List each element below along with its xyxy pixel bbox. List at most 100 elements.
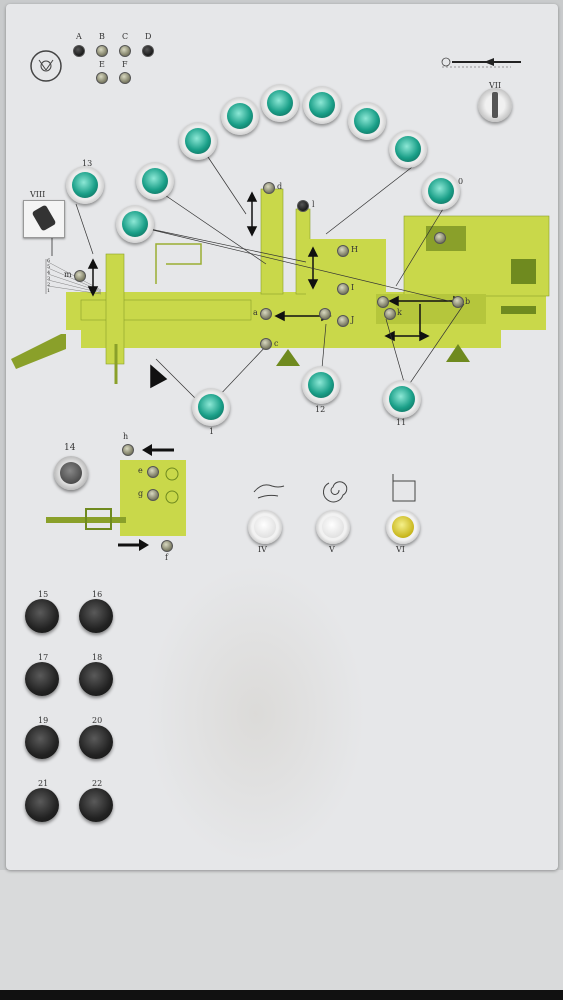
- lamp-center: [319, 308, 331, 320]
- indicator-lamp-e: [96, 72, 108, 84]
- indicator-label-b: B: [99, 32, 105, 41]
- lamp-b: [452, 296, 464, 308]
- green-button-1[interactable]: [192, 388, 230, 426]
- button-0-label: 0: [458, 177, 464, 186]
- green-button-arc-2[interactable]: [261, 84, 299, 122]
- mode-button-iv[interactable]: [248, 510, 282, 544]
- level-4: 4: [47, 270, 51, 276]
- green-button-arc-5[interactable]: [179, 122, 217, 160]
- green-button-arc-1[interactable]: [221, 97, 259, 135]
- label-a: a: [253, 308, 258, 317]
- bottom-bar: [0, 990, 563, 1000]
- lamp-motor: [434, 232, 446, 244]
- button-22[interactable]: [79, 788, 113, 822]
- green-button-arc-8[interactable]: [116, 205, 154, 243]
- label-e: e: [138, 466, 143, 475]
- hand-icon: [253, 484, 285, 499]
- button-21-label: 21: [38, 779, 49, 788]
- label-m: m: [64, 270, 72, 279]
- green-button-11[interactable]: [383, 380, 421, 418]
- button-11-label: 11: [396, 418, 407, 427]
- green-button-12[interactable]: [302, 366, 340, 404]
- green-button-arc-3[interactable]: [303, 86, 341, 124]
- green-button-arc-4[interactable]: [348, 102, 386, 140]
- indicator-label-c: C: [122, 32, 129, 41]
- selector-vii-knob[interactable]: [478, 88, 512, 122]
- indicator-label-a: A: [76, 32, 82, 41]
- level-5: 5: [47, 264, 51, 270]
- label-c: c: [274, 339, 279, 348]
- button-22-label: 22: [92, 779, 103, 788]
- lamp-h: [337, 245, 349, 257]
- button-16-label: 16: [92, 590, 103, 599]
- lamp-k: [384, 308, 396, 320]
- level-2: 2: [47, 282, 51, 288]
- label-g: g: [138, 489, 144, 498]
- button-21[interactable]: [25, 788, 59, 822]
- level-1: 1: [47, 288, 51, 294]
- lamp-d: [263, 182, 275, 194]
- selector-viii-label: VIII: [30, 190, 46, 199]
- indicator-lamp-c: [119, 45, 131, 57]
- button-15[interactable]: [25, 599, 59, 633]
- mode-label-iv: IV: [258, 545, 267, 554]
- lamp-m: [74, 270, 86, 282]
- button-18[interactable]: [79, 662, 113, 696]
- mode-label-vi: VI: [396, 545, 405, 554]
- button-12-label: 12: [315, 405, 326, 414]
- button-17-label: 17: [38, 653, 49, 662]
- label-b: b: [465, 297, 471, 306]
- indicator-lamp-b: [96, 45, 108, 57]
- level-3: 3: [47, 276, 51, 282]
- button-17[interactable]: [25, 662, 59, 696]
- connector-lines: [75, 153, 465, 400]
- green-button-13[interactable]: [66, 166, 104, 204]
- lamp-j: [337, 315, 349, 327]
- arrow-left-icon: [441, 57, 521, 68]
- lamp-h-lower: [122, 444, 134, 456]
- mode-button-v[interactable]: [316, 510, 350, 544]
- button-14[interactable]: [54, 456, 88, 490]
- lamp-e: [147, 466, 159, 478]
- circle-triangle-icon: [30, 50, 62, 82]
- lamp-f: [161, 540, 173, 552]
- floor-background: [0, 870, 563, 990]
- indicator-lamp-d: [142, 45, 154, 57]
- lamp-i: [337, 283, 349, 295]
- spiral-icon: [322, 481, 348, 503]
- indicator-label-d: D: [145, 32, 152, 41]
- mode-button-vi[interactable]: [386, 510, 420, 544]
- label-l: l: [312, 200, 315, 209]
- label-I: I: [351, 283, 355, 292]
- button-13-label: 13: [82, 159, 93, 168]
- lamp-c: [260, 338, 272, 350]
- lamp-g: [147, 489, 159, 501]
- button-18-label: 18: [92, 653, 103, 662]
- lamp-l: [297, 200, 309, 212]
- indicator-lamp-a: [73, 45, 85, 57]
- selector-viii-switch[interactable]: [23, 200, 65, 238]
- green-button-0[interactable]: [422, 172, 460, 210]
- square-arrows-icon: [392, 474, 416, 502]
- indicator-label-f: F: [122, 60, 128, 69]
- button-19[interactable]: [25, 725, 59, 759]
- label-f: f: [165, 553, 168, 562]
- green-button-arc-6[interactable]: [389, 130, 427, 168]
- level-6: 6: [47, 258, 51, 264]
- button-20-label: 20: [92, 716, 103, 725]
- label-H: H: [351, 245, 358, 254]
- mode-label-v: V: [329, 545, 335, 554]
- button-16[interactable]: [79, 599, 113, 633]
- button-15-label: 15: [38, 590, 49, 599]
- green-button-arc-7[interactable]: [136, 162, 174, 200]
- label-k: k: [397, 308, 402, 317]
- indicator-label-e: E: [99, 60, 105, 69]
- button-14-label: 14: [64, 443, 76, 453]
- button-20[interactable]: [79, 725, 113, 759]
- button-1-label: 1: [209, 427, 215, 436]
- label-h: h: [123, 432, 129, 441]
- label-J: J: [351, 315, 355, 324]
- label-d: d: [277, 182, 283, 191]
- lamp-a: [260, 308, 272, 320]
- indicator-lamp-f: [119, 72, 131, 84]
